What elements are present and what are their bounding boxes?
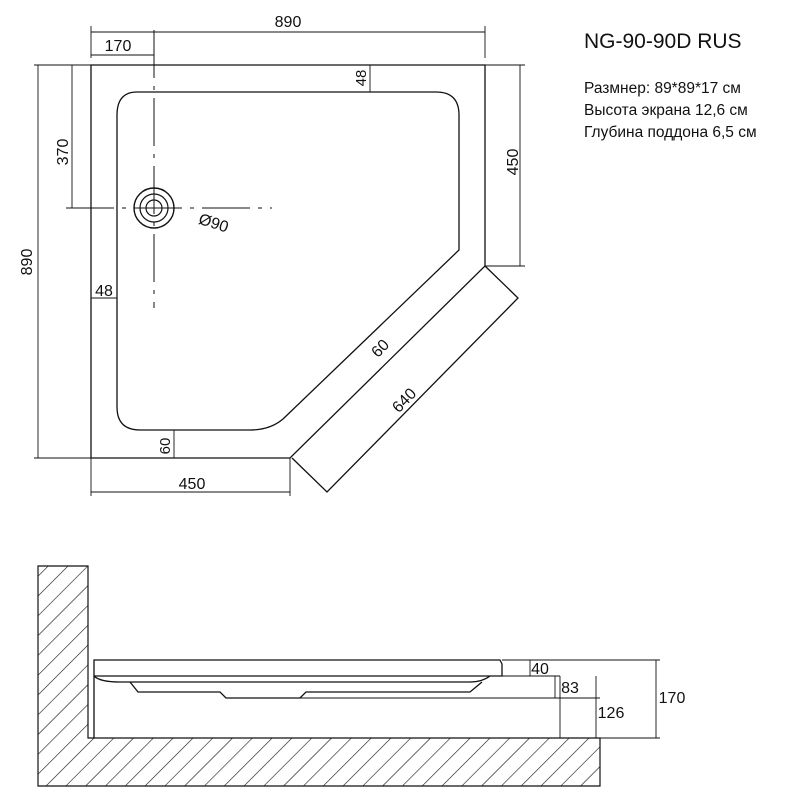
drain [66, 30, 272, 308]
dim-section-rim: 40 [531, 661, 549, 678]
front-screen-panel [292, 266, 518, 492]
section-view: 40 83 126 170 [38, 566, 685, 786]
dim-drain-offset-y: 370 [55, 139, 72, 166]
dim-bottom-side: 450 [179, 476, 206, 493]
top-view [91, 65, 518, 492]
dim-section-screen: 126 [598, 705, 625, 722]
dim-section-depth: 83 [561, 680, 579, 697]
dim-section-total: 170 [659, 690, 686, 707]
model-title: NG-90-90D RUS [584, 30, 757, 54]
spec-tray-depth: Глубина поддона 6,5 см [584, 122, 757, 144]
spec-size: Размнер: 89*89*17 см [584, 78, 757, 100]
dim-rim-left: 48 [95, 283, 113, 300]
dim-rim-diagonal: 60 [368, 336, 393, 361]
inner-basin [117, 92, 459, 430]
tray-section-bottom [130, 682, 482, 698]
dim-drain-offset-x: 170 [105, 38, 132, 55]
dim-top-width: 890 [275, 14, 302, 31]
dim-rim-bottom: 60 [157, 438, 174, 455]
dim-left-height: 890 [19, 249, 36, 276]
dim-diagonal: 640 [389, 385, 420, 416]
top-view-dimension-labels: 890 170 48 370 890 450 Ø90 48 60 640 60 … [19, 14, 522, 493]
product-info: NG-90-90D RUS Размнер: 89*89*17 см Высот… [584, 30, 757, 144]
dim-drain-diameter: Ø90 [196, 211, 230, 237]
tray-section-rim [94, 660, 502, 676]
dim-rim-top: 48 [353, 70, 370, 87]
spec-screen-height: Высота экрана 12,6 см [584, 100, 757, 122]
tray-outline [91, 65, 485, 458]
tray-section-basin [94, 676, 490, 682]
dim-right-side: 450 [505, 149, 522, 176]
